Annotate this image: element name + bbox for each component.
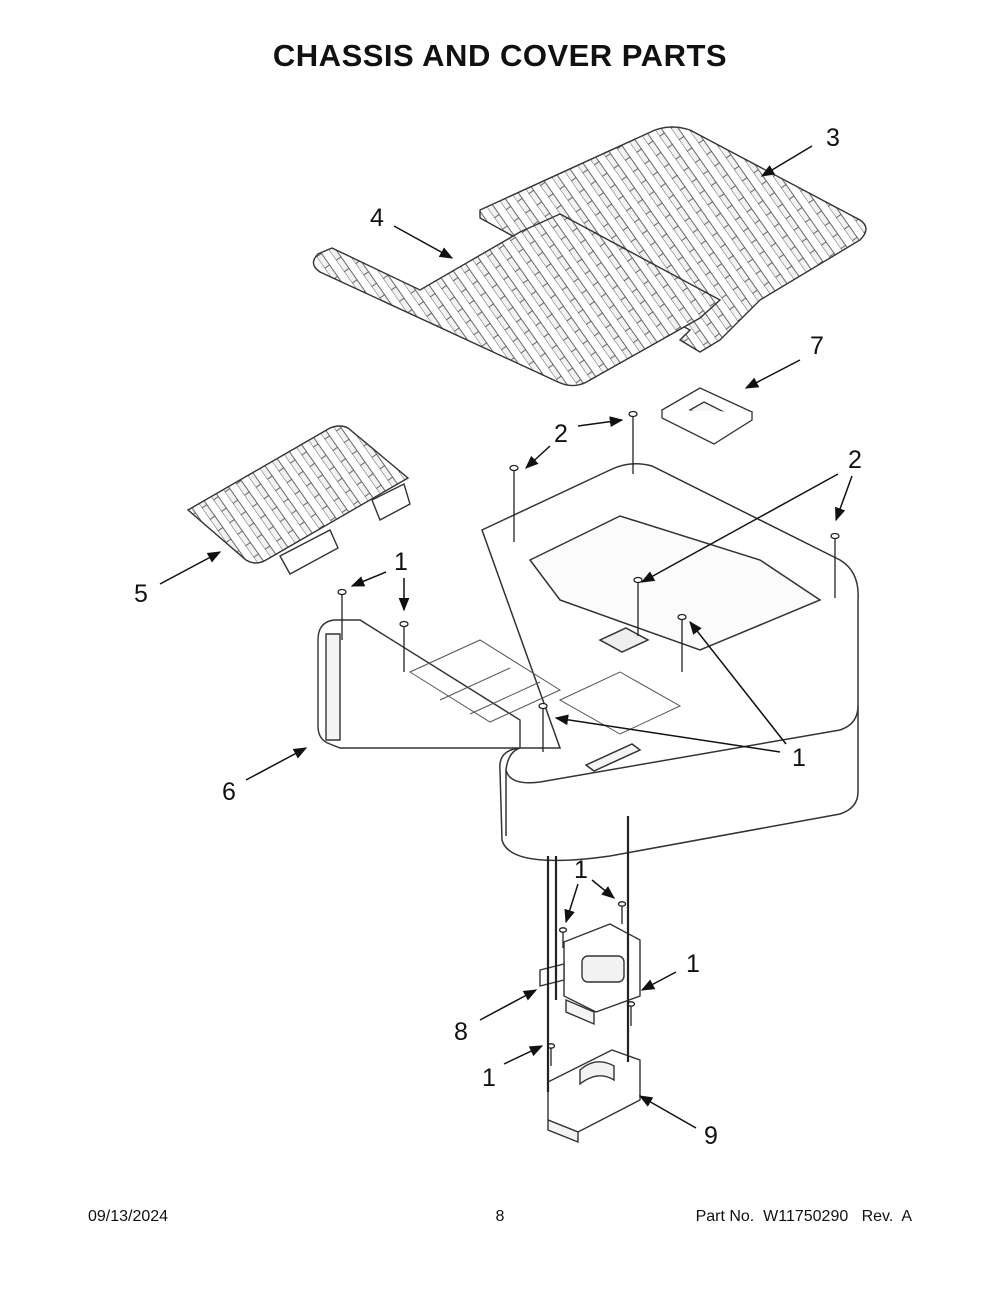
callout-1-bracket: 1: [482, 1064, 496, 1092]
screw: [538, 702, 548, 752]
pad-part: [660, 387, 754, 445]
switch-module: [539, 923, 641, 1026]
leader-arrow: [760, 145, 813, 177]
callout-4: 4: [370, 204, 384, 232]
leader-arrow: [554, 714, 781, 753]
footer-part-info: Part No. W11750290 Rev. A: [696, 1208, 912, 1226]
bottom-bracket: [547, 1049, 641, 1144]
leader-arrow: [640, 971, 677, 991]
leader-arrow: [640, 473, 839, 583]
callout-7: 7: [810, 332, 824, 360]
leader-arrow: [689, 620, 787, 745]
screws: [337, 410, 840, 1066]
callout-1-switch-top: 1: [574, 856, 588, 884]
screw: [337, 588, 347, 640]
screw: [546, 1043, 556, 1066]
leader-arrow: [503, 1045, 544, 1065]
leader-arrow: [638, 1095, 697, 1129]
leader-arrow: [564, 883, 579, 924]
leader-arrow: [744, 359, 801, 389]
leader-arrow: [393, 225, 454, 259]
alignment-lines: [546, 816, 630, 1092]
leader-arrow: [525, 445, 551, 469]
chassis-frame-details: [408, 639, 682, 735]
callout-labels: 3 4 7 2 2 5 1 6 1 1 1 8 1 1 9 1: [134, 124, 862, 1150]
screw: [677, 613, 687, 672]
callout-2-right: 2: [848, 446, 862, 474]
callout-1-left-screws: 1: [394, 548, 408, 576]
callout-6: 6: [222, 778, 236, 806]
footer-date: 09/13/2024: [88, 1208, 169, 1225]
part-label: Part No.: [695, 1208, 755, 1225]
rev-label: Rev.: [861, 1208, 894, 1225]
callout-1-switch-right: 1: [686, 950, 700, 978]
callout-9: 9: [704, 1122, 718, 1150]
page-title: CHASSIS AND COVER PARTS: [272, 38, 728, 73]
leader-arrow: [159, 551, 222, 585]
main-chassis: [481, 463, 859, 862]
screw: [628, 410, 638, 474]
screw: [830, 532, 840, 598]
leader-arrow: [591, 879, 616, 899]
callout-5: 5: [134, 580, 148, 608]
screw: [509, 464, 519, 542]
screw: [617, 901, 627, 924]
part-number: W11750290: [763, 1208, 849, 1225]
leader-arrow: [245, 747, 308, 781]
leader-arrow: [835, 475, 853, 522]
leader-arrow: [350, 571, 387, 587]
callout-3: 3: [826, 124, 840, 152]
griddle-plate-front: [312, 213, 722, 387]
rev-value: A: [901, 1208, 912, 1225]
callout-8: 8: [454, 1018, 468, 1046]
griddle-plate-rear: [479, 126, 867, 353]
footer-page-number: 8: [495, 1208, 505, 1225]
side-housing-left: [317, 619, 521, 749]
callout-2: 2: [554, 420, 568, 448]
leader-arrow: [479, 989, 538, 1021]
leader-arrows: [159, 145, 853, 1129]
callout-1-chassis: 1: [792, 744, 806, 772]
screw: [558, 927, 568, 948]
drip-tray: [186, 425, 411, 575]
leader-arrow: [577, 416, 624, 427]
screw: [399, 620, 409, 672]
